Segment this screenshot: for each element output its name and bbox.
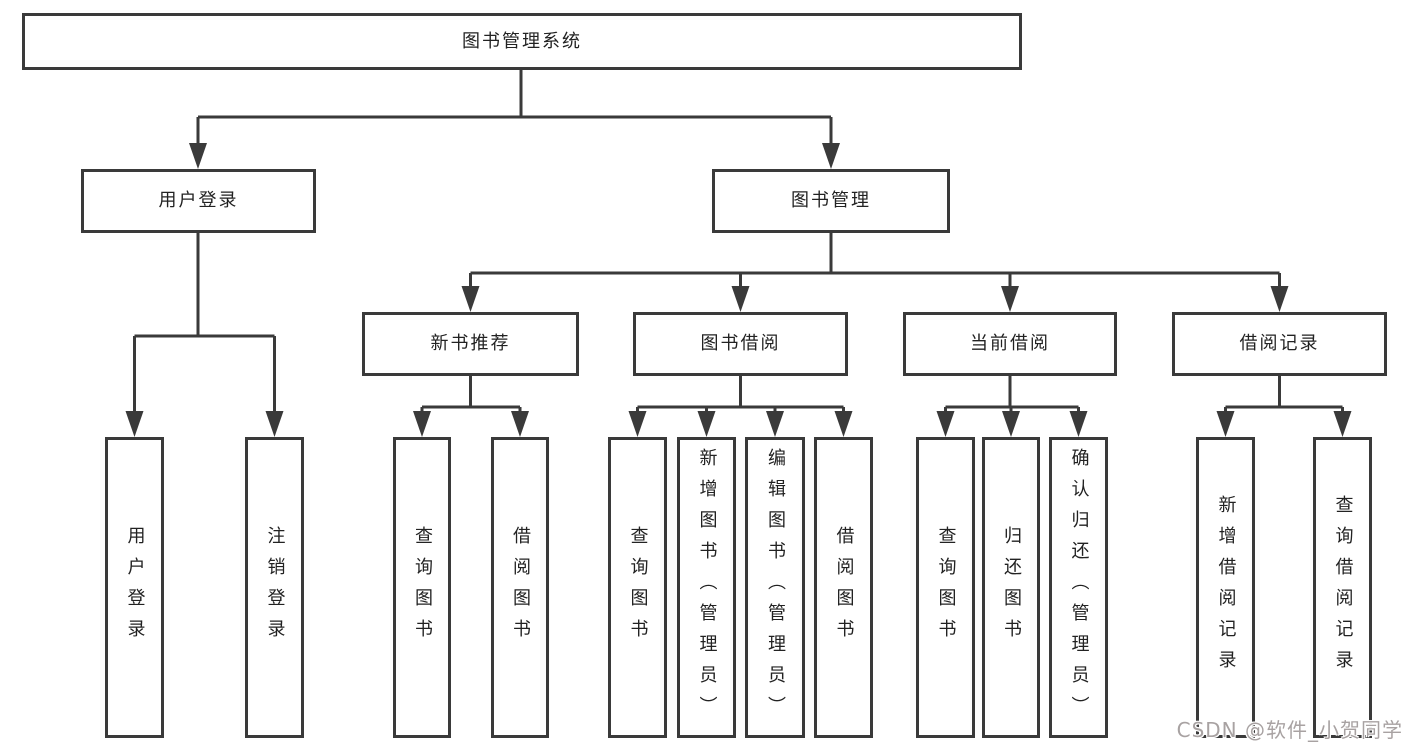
node-label: 图书借阅 [700, 333, 781, 354]
node-book-borrowing: 图书借阅 [633, 312, 848, 376]
leaf-borrow-books-recommend: 借阅图书 [491, 437, 549, 738]
node-borrowing-records: 借阅记录 [1172, 312, 1387, 376]
node-label: 新增图书（管理员） [696, 448, 718, 727]
node-label: 查询图书 [627, 525, 649, 650]
arrowheads [125, 143, 1352, 437]
leaf-query-books-recommend: 查询图书 [393, 437, 451, 738]
node-label: 确认归还（管理员） [1068, 448, 1090, 727]
leaf-add-borrow-record: 新增借阅记录 [1196, 437, 1255, 738]
node-label: 图书管理系统 [462, 30, 582, 52]
node-current-borrowing: 当前借阅 [903, 312, 1117, 376]
node-label: 查询借阅记录 [1332, 494, 1354, 681]
node-label: 注销登录 [264, 525, 286, 650]
node-label: 新书推荐 [430, 333, 511, 354]
leaf-logout: 注销登录 [245, 437, 304, 738]
leaf-add-book-admin: 新增图书（管理员） [677, 437, 736, 738]
node-label: 借阅记录 [1239, 333, 1320, 354]
node-library-management-system: 图书管理系统 [22, 13, 1022, 70]
node-label: 用户登录 [158, 190, 239, 211]
leaf-query-books-borrow: 查询图书 [608, 437, 667, 738]
node-new-book-recommendation: 新书推荐 [362, 312, 579, 376]
leaf-borrow-books: 借阅图书 [814, 437, 873, 738]
node-label: 当前借阅 [970, 333, 1050, 354]
leaf-edit-book-admin: 编辑图书（管理员） [745, 437, 805, 738]
node-label: 编辑图书（管理员） [765, 448, 786, 727]
node-label: 借阅图书 [833, 525, 855, 650]
node-label: 借阅图书 [510, 525, 531, 650]
node-user-login: 用户登录 [81, 169, 316, 233]
leaf-confirm-return-admin: 确认归还（管理员） [1049, 437, 1108, 738]
leaf-query-borrow-record: 查询借阅记录 [1313, 437, 1372, 738]
node-label: 归还图书 [1001, 525, 1022, 650]
node-label: 图书管理 [791, 190, 871, 211]
csdn-watermark: CSDN @软件_小贺同学 [1176, 718, 1403, 742]
node-label: 用户登录 [124, 525, 146, 650]
leaf-return-book: 归还图书 [982, 437, 1040, 738]
leaf-user-login: 用户登录 [105, 437, 164, 738]
node-label: 查询图书 [935, 525, 957, 650]
node-label: 新增借阅记录 [1215, 494, 1237, 681]
node-book-management: 图书管理 [712, 169, 950, 233]
node-label: 查询图书 [412, 525, 433, 650]
leaf-query-books-current: 查询图书 [916, 437, 975, 738]
